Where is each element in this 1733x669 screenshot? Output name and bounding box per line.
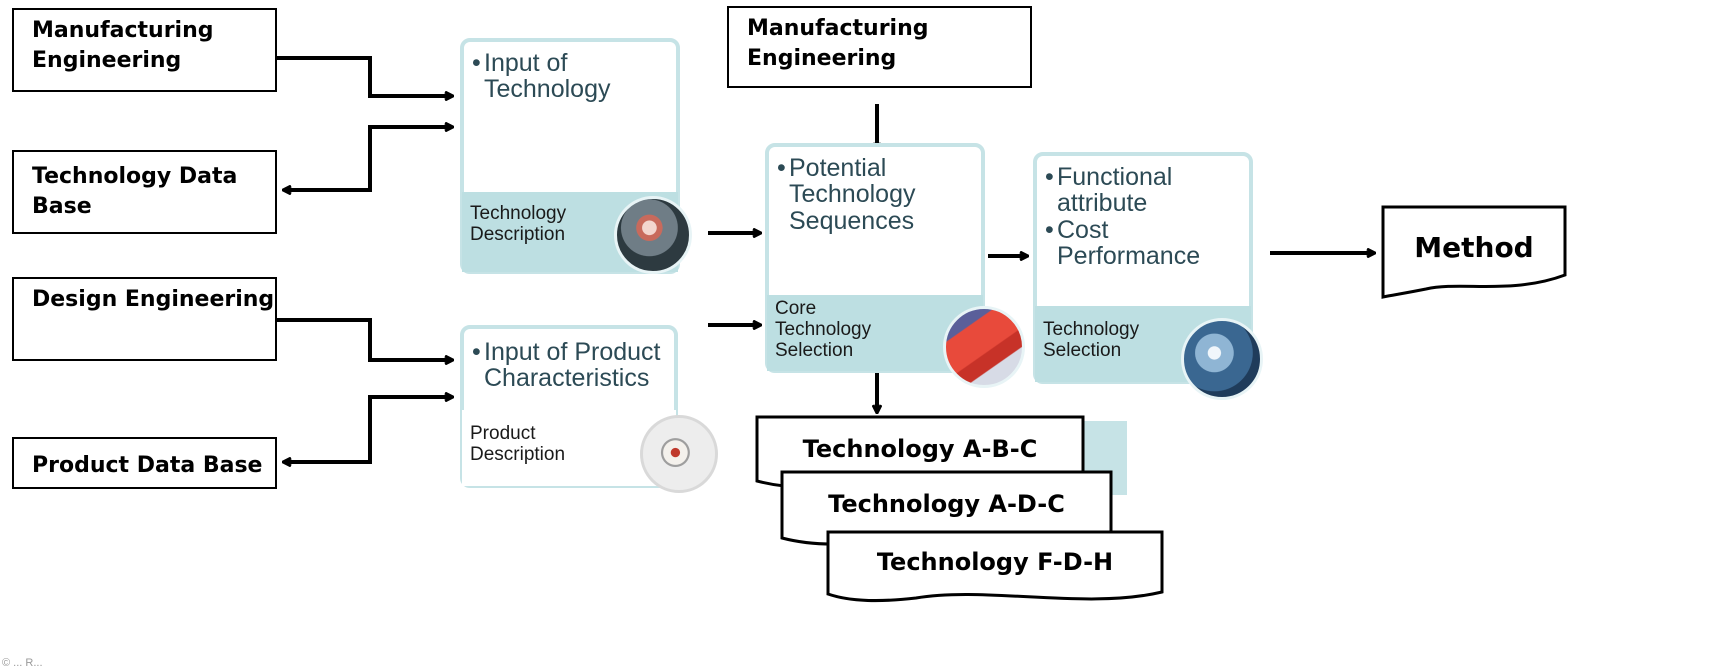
arrow-mfg-to-input-tech: [277, 56, 452, 96]
method-label: Method: [1414, 231, 1534, 264]
manufacturing-engineering-top-box: Manufacturing Engineering: [727, 6, 1032, 88]
arrow-design-to-input-product: [277, 318, 452, 360]
brochure-thumbnail-icon: [943, 306, 1025, 388]
cost-performance-title: Cost Performance: [1057, 215, 1201, 270]
core-technology-selection-section: Core Technology Selection: [767, 295, 983, 371]
technology-data-base-label: Technology Data Base: [32, 164, 238, 219]
photo-thumbnail-icon: [614, 196, 692, 274]
footer-copyright: © ... R...: [2, 657, 43, 669]
potential-technology-sequences-title: Potential Technology Sequences: [789, 154, 916, 235]
potential-technology-sequences-card: • Potential Technology Sequences Core Te…: [765, 143, 985, 373]
technology-selection-label: Technology Selection: [1043, 319, 1140, 361]
product-data-base-label: Product Data Base: [32, 453, 263, 478]
arrow-input-tech-to-techdb: [284, 125, 452, 190]
sequence-label: Technology A-B-C: [802, 435, 1038, 463]
sequence-box: Technology A-B-C: [755, 415, 1085, 495]
manufacturing-engineering-top-label: Manufacturing Engineering: [747, 16, 929, 71]
manufacturing-engineering-left-label: Manufacturing Engineering: [32, 18, 214, 73]
touch-interface-thumbnail-icon: [1181, 318, 1263, 400]
arrow-input-product-to-productdb: [284, 395, 452, 462]
product-data-base-box: Product Data Base: [12, 437, 277, 489]
sequence-label: Technology A-D-C: [828, 490, 1065, 518]
design-engineering-label: Design Engineering: [32, 287, 275, 312]
sketch-thumbnail-icon: [640, 415, 718, 493]
input-of-product-card: • Input of Product Characteristics Produ…: [460, 325, 678, 488]
input-of-technology-title: Input of Technology: [484, 49, 611, 104]
input-of-product-title: Input of Product Characteristics: [484, 338, 661, 393]
sequence-box: Technology F-D-H: [826, 530, 1164, 608]
technology-description-label: Technology Description: [470, 203, 567, 245]
method-output-box: Method: [1381, 205, 1567, 300]
design-engineering-box: Design Engineering: [12, 277, 277, 361]
functional-attribute-title: Functional attribute: [1057, 163, 1173, 218]
sequence-box: Technology A-D-C: [780, 470, 1113, 552]
product-description-label: Product Description: [470, 423, 566, 465]
manufacturing-engineering-left-box: Manufacturing Engineering: [12, 8, 277, 92]
core-technology-selection-label: Core Technology Selection: [775, 298, 872, 361]
technology-data-base-box: Technology Data Base: [12, 150, 277, 234]
sequence-label: Technology F-D-H: [876, 548, 1114, 576]
